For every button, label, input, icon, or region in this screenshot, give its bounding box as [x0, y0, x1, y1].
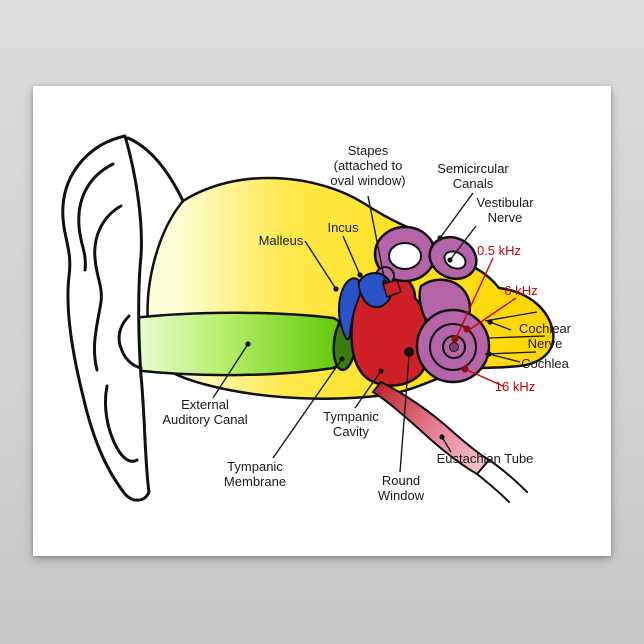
label-cochlear-nerve: Cochlear Nerve [518, 321, 572, 351]
label-cochlea: Cochlea [521, 356, 569, 371]
label-freq-05: 0.5 kHz [476, 243, 522, 258]
label-semicircular-canals: Semicircular Canals [437, 161, 509, 191]
pinna-helix-fold [77, 162, 115, 272]
semicircular-canal-posterior-lumen [388, 242, 422, 270]
leader-lines [212, 192, 521, 473]
leader-dots [245, 235, 493, 440]
label-eustachian-tube: Eustachian Tube [436, 451, 534, 466]
freq-05-point [451, 335, 459, 343]
cochlea-coil-outer [429, 323, 477, 371]
label-vestibular-nerve: Vestibular Nerve [476, 195, 534, 225]
ear-diagram [61, 134, 555, 503]
frequency-leader-lines [455, 257, 517, 387]
skull-outline [126, 136, 185, 203]
cochlear-nerve-fibers [484, 311, 546, 355]
eustachian-tube-outline [476, 459, 528, 503]
freq-6-point [463, 325, 471, 333]
label-external-auditory-canal: External Auditory Canal [162, 397, 248, 427]
label-freq-16: 16 kHz [494, 379, 536, 394]
pinna-tragus [117, 314, 143, 370]
semicircular-canal-superior-lumen [443, 250, 467, 270]
label-malleus: Malleus [258, 233, 304, 248]
pinna-concha [103, 384, 139, 463]
label-round-window: Round Window [377, 473, 425, 503]
eustachian-tube [371, 380, 491, 476]
label-tympanic-membrane: Tympanic Membrane [223, 459, 287, 489]
freq-16-point [461, 365, 469, 373]
cochlea-apex [449, 342, 459, 352]
round-window [404, 347, 414, 357]
stapes [382, 279, 402, 298]
label-freq-6: 6 kHz [504, 283, 538, 298]
pinna-antihelix [92, 204, 123, 372]
label-incus: Incus [327, 220, 359, 235]
poster: Stapes (attached to oval window) Semicir… [33, 86, 611, 556]
label-tympanic-cavity: Tympanic Cavity [323, 409, 379, 439]
label-stapes: Stapes (attached to oval window) [330, 143, 406, 188]
pinna [61, 134, 151, 502]
